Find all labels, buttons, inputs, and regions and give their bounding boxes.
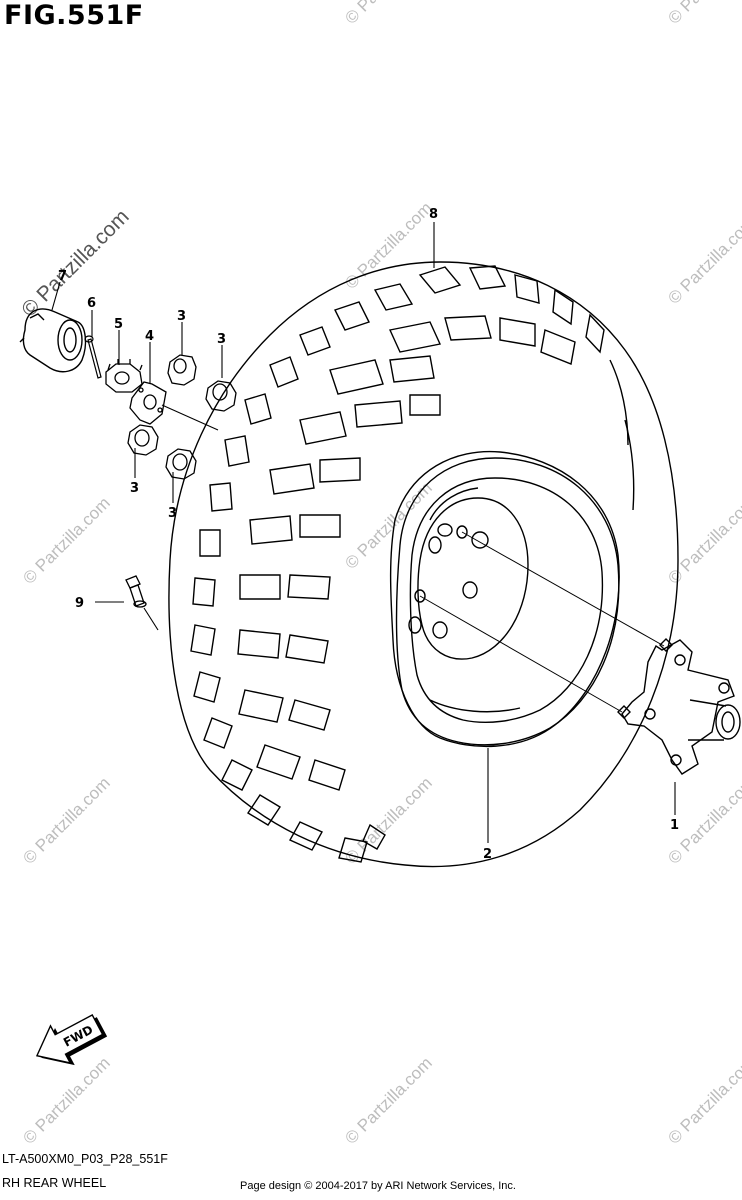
callout-2: 2 — [483, 847, 492, 862]
valve-stem — [125, 575, 147, 608]
watermark: © Partzilla.com — [19, 493, 113, 587]
arrow-body — [35, 1014, 104, 1064]
wheel-nut — [127, 424, 159, 456]
callout-4: 4 — [145, 329, 154, 344]
rim-hole — [408, 616, 422, 634]
wheel-nut — [165, 448, 197, 480]
castle-nut — [105, 359, 143, 393]
watermark: © Partzilla.com — [341, 0, 435, 28]
watermark: © Partzilla.com — [341, 1053, 435, 1147]
model-code: LT-A500XM0_P03_P28_551F — [2, 1152, 168, 1166]
tire-outline — [168, 261, 679, 868]
watermark: © Partzilla.com — [664, 213, 742, 307]
cotter-pin — [84, 335, 102, 379]
diagram-caption: RH REAR WHEEL — [2, 1176, 107, 1190]
rim — [395, 457, 620, 746]
watermark: © Partzilla.com — [341, 773, 435, 867]
rim-hole — [437, 523, 453, 537]
rim-stud-hole — [456, 525, 468, 539]
callout-3: 3 — [217, 332, 226, 347]
rim-hole — [471, 531, 489, 549]
callout-1: 1 — [670, 818, 679, 833]
callout-7: 7 — [58, 269, 67, 284]
callout-6: 6 — [87, 296, 96, 311]
rim-center-disc — [417, 497, 529, 660]
rim-hole — [428, 536, 442, 554]
watermark: © Partzilla.com — [341, 478, 435, 572]
callout-9: 9 — [75, 596, 84, 611]
rim-stud-hole — [414, 589, 426, 603]
wheel-nut — [205, 380, 237, 412]
watermark: © Partzilla.com — [19, 1053, 113, 1147]
callout-8: 8 — [429, 207, 438, 222]
rim-hole — [462, 581, 478, 599]
figure-title: FIG.551F — [4, 0, 144, 31]
copyright-notice: Page design © 2004-2017 by ARI Network S… — [240, 1180, 516, 1192]
leader-line — [161, 404, 219, 431]
alignment-lines — [419, 531, 665, 713]
hub — [617, 638, 741, 775]
wheel-stud — [617, 705, 631, 719]
watermark-large: © Partzilla.com — [17, 205, 133, 321]
callout-3: 3 — [168, 506, 177, 521]
rim-outer-edge — [395, 457, 620, 746]
callout-3: 3 — [130, 481, 139, 496]
rim-inner-edge — [409, 477, 604, 723]
wheel-nut — [167, 354, 197, 386]
wheel-stud — [659, 638, 673, 652]
wheel-cap — [19, 308, 87, 373]
callout-3: 3 — [177, 309, 186, 324]
hub-flange — [621, 639, 735, 775]
watermark: © Partzilla.com — [664, 1053, 742, 1147]
tread-blocks — [190, 265, 635, 863]
watermarks: © Partzilla.com © Partzilla.com © Partzi… — [17, 0, 742, 1148]
hub-bore — [715, 704, 741, 740]
tire — [168, 261, 679, 868]
watermark: © Partzilla.com — [664, 0, 742, 28]
tire-sidewall — [389, 450, 620, 748]
watermark: © Partzilla.com — [19, 773, 113, 867]
callout-leaders — [51, 222, 676, 843]
callout-5: 5 — [114, 317, 123, 332]
lock-washer — [129, 381, 167, 425]
callout-labels: 1 2 3 3 3 3 4 5 6 7 8 9 — [58, 207, 679, 862]
rim-hole — [432, 621, 448, 639]
